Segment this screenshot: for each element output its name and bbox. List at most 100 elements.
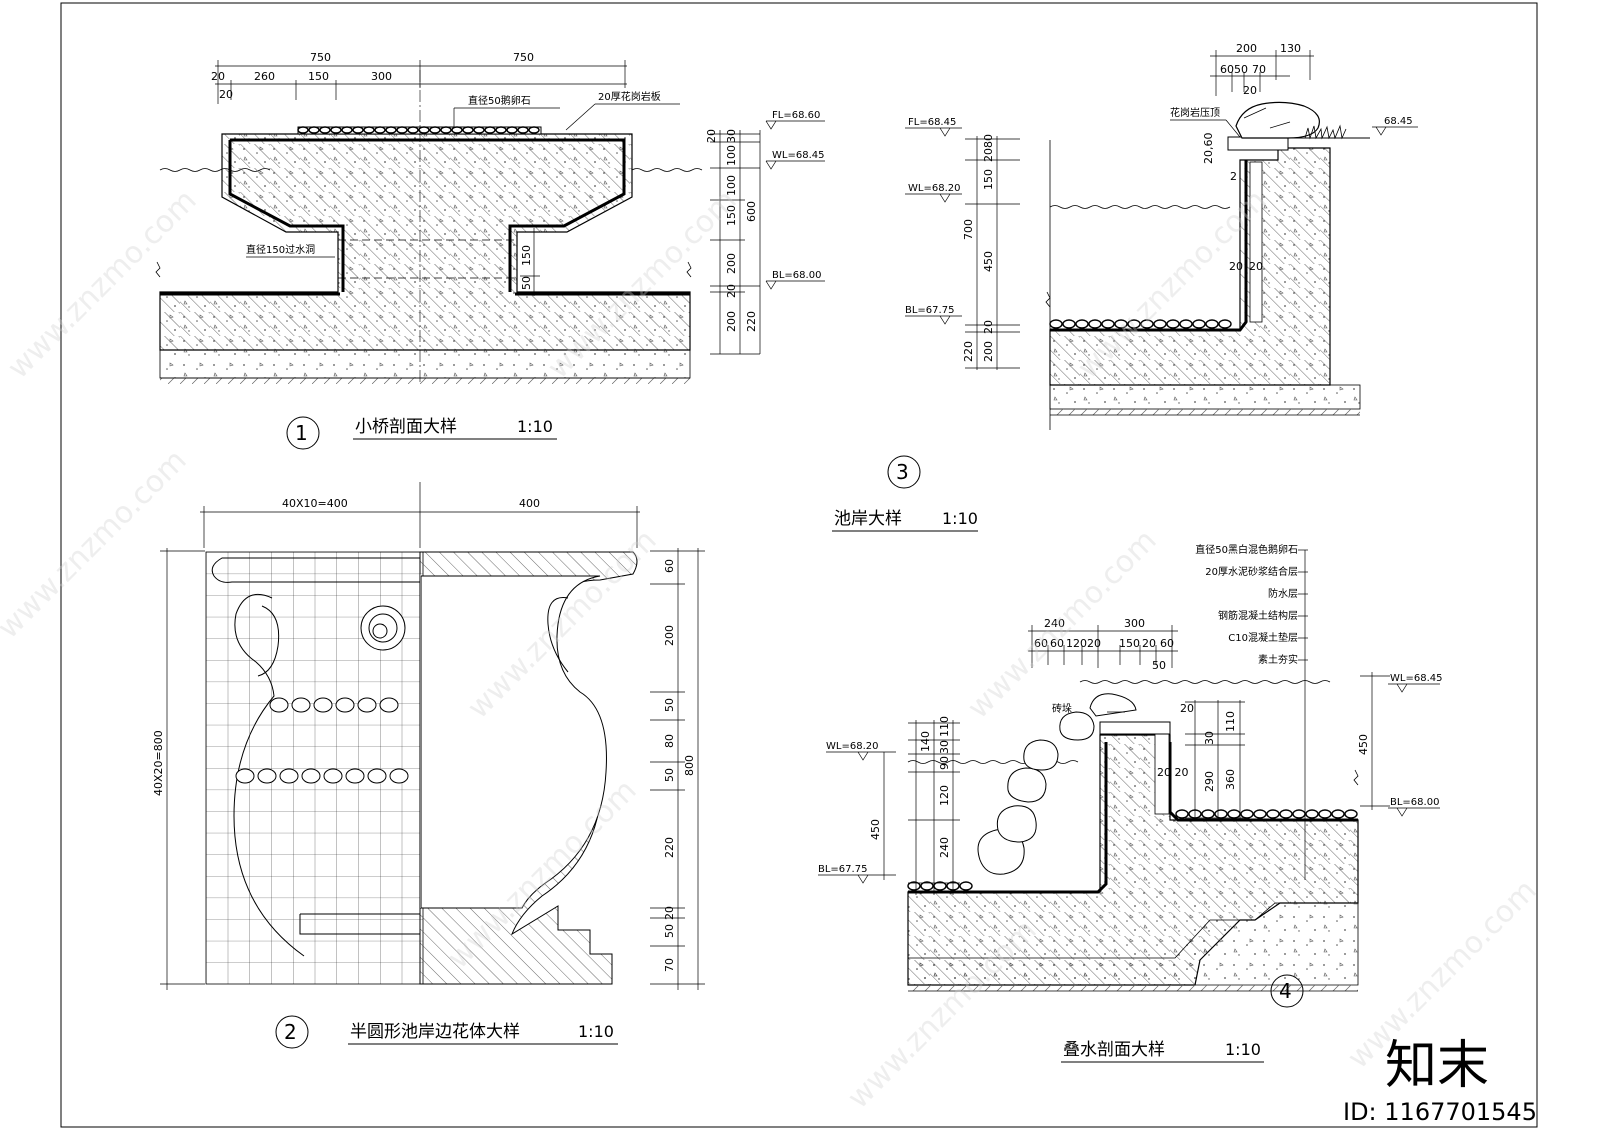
level-wl: WL=68.20 [908,183,960,194]
level-fl: FL=68.60 [772,110,820,121]
dim-v20: 20 [982,320,995,334]
watermark-logo: 知末 [1385,1036,1489,1096]
layer-label: 直径50黑白混色鹅卵石 [1195,543,1298,556]
dim-v700: 700 [962,219,975,240]
dim-20b: 20 [219,88,233,101]
cobble [920,881,934,891]
cobble [1101,319,1115,329]
earth [160,378,690,384]
detail-number-circle [286,416,320,450]
dim-t20b: 20 [1142,637,1156,650]
cobble [1075,319,1089,329]
dim-r450: 450 [1357,734,1370,755]
cobbles [297,126,540,134]
dim-r200a: 200 [725,253,738,274]
dim-r200b: 200 [725,311,738,332]
dim-s60: 60 [663,559,676,573]
dim-v450: 450 [982,251,995,272]
dim-t60a: 60 [1034,637,1048,650]
cobble [1127,319,1141,329]
bead [291,697,311,713]
dim-r100a: 100 [725,145,738,166]
dim-r20: 20 [705,129,718,143]
dim-m20: 20 [1180,702,1194,715]
title-cascade: 叠水剖面大样 [1063,1040,1165,1060]
subbase [159,349,691,379]
dim-m290: 290 [1203,771,1216,792]
scale-pool-bank: 1:10 [942,509,978,528]
title-pool-bank: 池岸大样 [834,509,902,529]
cobble [462,126,474,134]
dim-s200: 200 [663,625,676,646]
cobble [528,126,540,134]
cobble [1088,319,1102,329]
cobble [1201,809,1215,819]
dim-m110: 110 [1224,711,1237,732]
detail-number: 2 [284,1020,297,1044]
cobble [1192,319,1206,329]
cobble [1331,809,1345,819]
dim-t50: 50 [1234,63,1248,76]
cobble [1279,809,1293,819]
level-wl-right: WL=68.45 [1390,673,1442,684]
bead [389,768,409,784]
dim-l450: 450 [869,819,882,840]
dim-w2: 400 [519,497,540,510]
dim-t300: 300 [1124,617,1145,630]
dim-t120: 120 [1066,637,1087,650]
dim-s220: 220 [663,837,676,858]
scale-bridge: 1:10 [517,417,553,436]
cobble [1153,319,1167,329]
cobble [308,126,320,134]
layer-label: 防水层 [1268,587,1298,600]
cobble [1214,809,1228,819]
cobble [396,126,408,134]
cobble [907,881,921,891]
detail-number-circle [275,1015,309,1049]
dim-s50a: 50 [663,698,676,712]
cobble [418,126,430,134]
dim-l110: 110 [938,716,951,737]
title-bridge: 小桥剖面大样 [355,417,457,437]
cobble [352,126,364,134]
dim-l240: 240 [938,837,951,858]
dim-l140: 140 [919,731,932,752]
dim-s50b: 50 [663,768,676,782]
layer-label: 20厚水泥砂浆结合层 [1205,565,1298,578]
waterproof-layer [908,742,1358,894]
label-hole: 直径150过水洞 [246,243,315,256]
dim-c20a: 20 [1229,260,1243,273]
dim-r600: 600 [745,201,758,222]
level-bl: BL=67.75 [905,305,954,316]
bead-row [235,768,409,784]
dim-t60b: 60 [1050,637,1064,650]
granite-coping [1227,136,1289,151]
cobble [1140,319,1154,329]
dim-t150: 150 [1119,637,1140,650]
detail-number-circle [887,455,921,489]
bead [345,768,365,784]
subbase [1049,384,1361,410]
dim-r220: 220 [745,311,758,332]
dim-r150: 150 [725,205,738,226]
dim-v200: 200 [982,341,995,362]
cobble [429,126,441,134]
detail-1-bridge-section: 750 750 20 260 150 300 20 直径50鹅卵石 20厚花岗岩… [155,51,825,450]
grass [1304,124,1347,140]
cobble [330,126,342,134]
label-granite-cap: 花岗岩压顶 [1170,106,1220,119]
cobbles [1049,319,1232,329]
dim-v150: 150 [982,169,995,190]
cobble [1166,319,1180,329]
bead [335,697,355,713]
dim-c20b: 20 [1249,260,1263,273]
bead [323,768,343,784]
cobble [484,126,496,134]
cobble [495,126,507,134]
detail-2-planter: 40X10=400 400 40X20=800 60 200 50 80 50 … [152,482,705,1049]
cobble [517,126,529,134]
cobble [506,126,518,134]
planter-section-hollow [420,575,607,909]
cobble [1049,319,1063,329]
